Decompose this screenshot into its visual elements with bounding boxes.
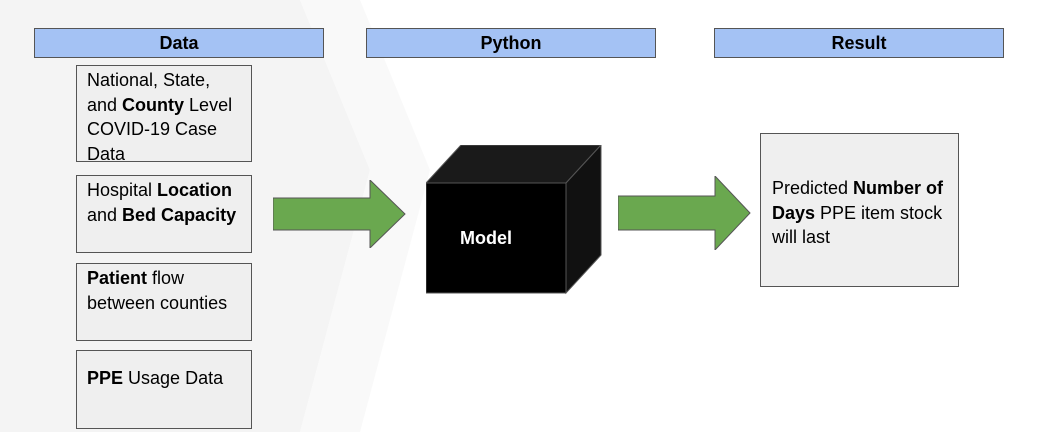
box-text-segment: PPE bbox=[87, 368, 124, 388]
box-text-segment: Number of Days bbox=[772, 178, 944, 223]
right-arrow-icon bbox=[273, 180, 406, 248]
right-arrow-icon bbox=[618, 176, 751, 250]
box-text-segment: flow between counties bbox=[87, 268, 228, 313]
header-python: Python bbox=[366, 28, 656, 58]
box-text-segment: National, State, and bbox=[87, 70, 211, 115]
data-box-hospital-capacity: Hospital Location and Bed Capacity bbox=[76, 175, 252, 253]
model-label: Model bbox=[460, 228, 512, 248]
data-box-ppe-usage: PPE Usage Data bbox=[76, 350, 252, 429]
box-text-segment: Location bbox=[157, 180, 233, 200]
box-text-segment: Hospital bbox=[87, 180, 158, 200]
box-text-segment: Predicted bbox=[772, 178, 854, 198]
data-box-patient-flow: Patient flow between counties bbox=[76, 263, 252, 341]
data-box-case-data: National, State, and County Level COVID-… bbox=[76, 65, 252, 164]
box-text-segment: and bbox=[87, 204, 123, 225]
cube-icon bbox=[426, 145, 602, 295]
box-text-segment: Patient bbox=[87, 268, 148, 288]
header-result: Result bbox=[714, 28, 1004, 58]
result-box: Predicted Number of Days PPE item stock … bbox=[760, 133, 959, 287]
box-text-segment: County bbox=[122, 94, 185, 115]
header-data: Data bbox=[34, 28, 324, 58]
box-text-segment: PPE item stock will last bbox=[772, 202, 943, 248]
box-text-segment: Usage Data bbox=[123, 368, 224, 388]
box-text-segment: Level COVID-19 Case Data bbox=[87, 94, 233, 164]
box-text-segment: Bed Capacity bbox=[122, 204, 237, 225]
